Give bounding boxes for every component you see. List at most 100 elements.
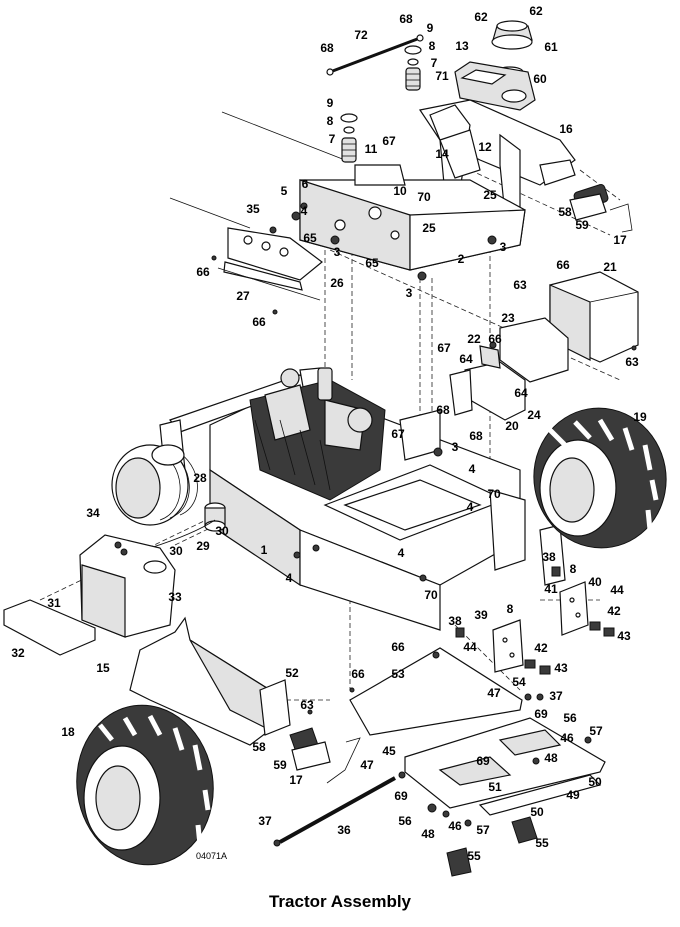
callout-65: 65 xyxy=(365,256,379,270)
callout-67: 67 xyxy=(437,341,451,355)
callout-57: 57 xyxy=(589,724,603,738)
callout-14: 14 xyxy=(435,147,449,161)
spring-stack-lower xyxy=(340,113,358,163)
callout-62: 62 xyxy=(474,10,488,24)
callout-26: 26 xyxy=(330,276,344,290)
handle-17-left xyxy=(326,737,361,784)
callout-66: 66 xyxy=(196,265,210,279)
callout-56: 56 xyxy=(563,711,577,725)
callout-44: 44 xyxy=(610,583,624,597)
callout-68: 68 xyxy=(399,12,413,26)
callout-3: 3 xyxy=(500,240,507,254)
callout-3: 3 xyxy=(334,245,341,259)
front-wheel xyxy=(111,444,198,526)
fuel-filter-28 xyxy=(204,502,226,532)
callout-6: 6 xyxy=(302,177,309,191)
callout-52: 52 xyxy=(285,666,299,680)
callout-67: 67 xyxy=(391,427,405,441)
callout-9: 9 xyxy=(427,21,434,35)
callout-69: 69 xyxy=(476,754,490,768)
callout-34: 34 xyxy=(86,506,100,520)
callout-50: 50 xyxy=(588,775,602,789)
callout-11: 11 xyxy=(365,142,378,156)
callout-17: 17 xyxy=(289,773,303,787)
fuel-hose-29 xyxy=(149,519,216,549)
callout-7: 7 xyxy=(329,132,336,146)
callout-53: 53 xyxy=(391,667,405,681)
callout-17: 17 xyxy=(613,233,627,247)
callout-30: 30 xyxy=(215,524,229,538)
callout-64: 64 xyxy=(514,386,528,400)
callout-38: 38 xyxy=(542,550,556,564)
callout-56: 56 xyxy=(398,814,412,828)
callout-59: 59 xyxy=(273,758,287,772)
callout-8: 8 xyxy=(570,562,577,576)
callout-28: 28 xyxy=(193,471,207,485)
handle-17-right xyxy=(609,203,633,233)
callout-72: 72 xyxy=(354,28,368,42)
callout-4: 4 xyxy=(286,571,293,585)
callout-58: 58 xyxy=(558,205,572,219)
callout-29: 29 xyxy=(196,539,210,553)
callout-31: 31 xyxy=(47,596,61,610)
callout-45: 45 xyxy=(382,744,396,758)
brake-bracket-39 xyxy=(492,619,551,675)
rear-wheel-19 xyxy=(533,407,667,549)
callout-43: 43 xyxy=(554,661,568,675)
callout-25: 25 xyxy=(483,188,497,202)
callout-57: 57 xyxy=(476,823,490,837)
switch-panel-26 xyxy=(217,227,323,301)
floor-plate-45 xyxy=(404,717,606,816)
rear-wheel-18 xyxy=(76,704,214,866)
callout-36: 36 xyxy=(337,823,351,837)
callout-58: 58 xyxy=(252,740,266,754)
callout-70: 70 xyxy=(487,487,501,501)
battery-box-21 xyxy=(549,271,639,363)
callout-5: 5 xyxy=(281,184,288,198)
callout-68: 68 xyxy=(469,429,483,443)
bracket-20 xyxy=(449,345,526,421)
callout-37: 37 xyxy=(258,814,272,828)
callout-63: 63 xyxy=(513,278,527,292)
callout-12: 12 xyxy=(478,140,492,154)
control-cables xyxy=(169,111,346,229)
callout-66: 66 xyxy=(252,315,266,329)
callout-64: 64 xyxy=(459,352,473,366)
callout-4: 4 xyxy=(469,462,476,476)
callout-13: 13 xyxy=(455,39,469,53)
callout-3: 3 xyxy=(452,440,459,454)
callout-1: 1 xyxy=(261,543,268,557)
callout-7: 7 xyxy=(431,56,438,70)
callout-61: 61 xyxy=(544,40,558,54)
callout-67: 67 xyxy=(382,134,396,148)
shaft-36 xyxy=(279,776,396,844)
callout-66: 66 xyxy=(351,667,365,681)
callout-32: 32 xyxy=(11,646,25,660)
callout-23: 23 xyxy=(501,311,515,325)
callout-24: 24 xyxy=(527,408,541,422)
callout-35: 35 xyxy=(246,202,260,216)
skid-plate-53 xyxy=(349,647,523,736)
callout-69: 69 xyxy=(394,789,408,803)
callout-30: 30 xyxy=(169,544,183,558)
callout-48: 48 xyxy=(421,827,435,841)
callout-66: 66 xyxy=(556,258,570,272)
callout-3: 3 xyxy=(406,286,413,300)
callout-46: 46 xyxy=(448,819,462,833)
callout-44: 44 xyxy=(463,640,477,654)
callout-40: 40 xyxy=(588,575,602,589)
callout-66: 66 xyxy=(391,640,405,654)
callout-4: 4 xyxy=(301,204,308,218)
figure-title: Tractor Assembly xyxy=(268,892,412,911)
instrument-pod-13 xyxy=(454,61,536,111)
callout-41: 41 xyxy=(544,582,558,596)
battery-tray-23 xyxy=(499,317,569,383)
callout-49: 49 xyxy=(566,788,580,802)
drawing-id: 04071A xyxy=(196,851,228,861)
callout-38: 38 xyxy=(448,614,462,628)
callout-68: 68 xyxy=(320,41,334,55)
callout-60: 60 xyxy=(533,72,547,86)
fuel-tank-31 xyxy=(79,534,176,638)
